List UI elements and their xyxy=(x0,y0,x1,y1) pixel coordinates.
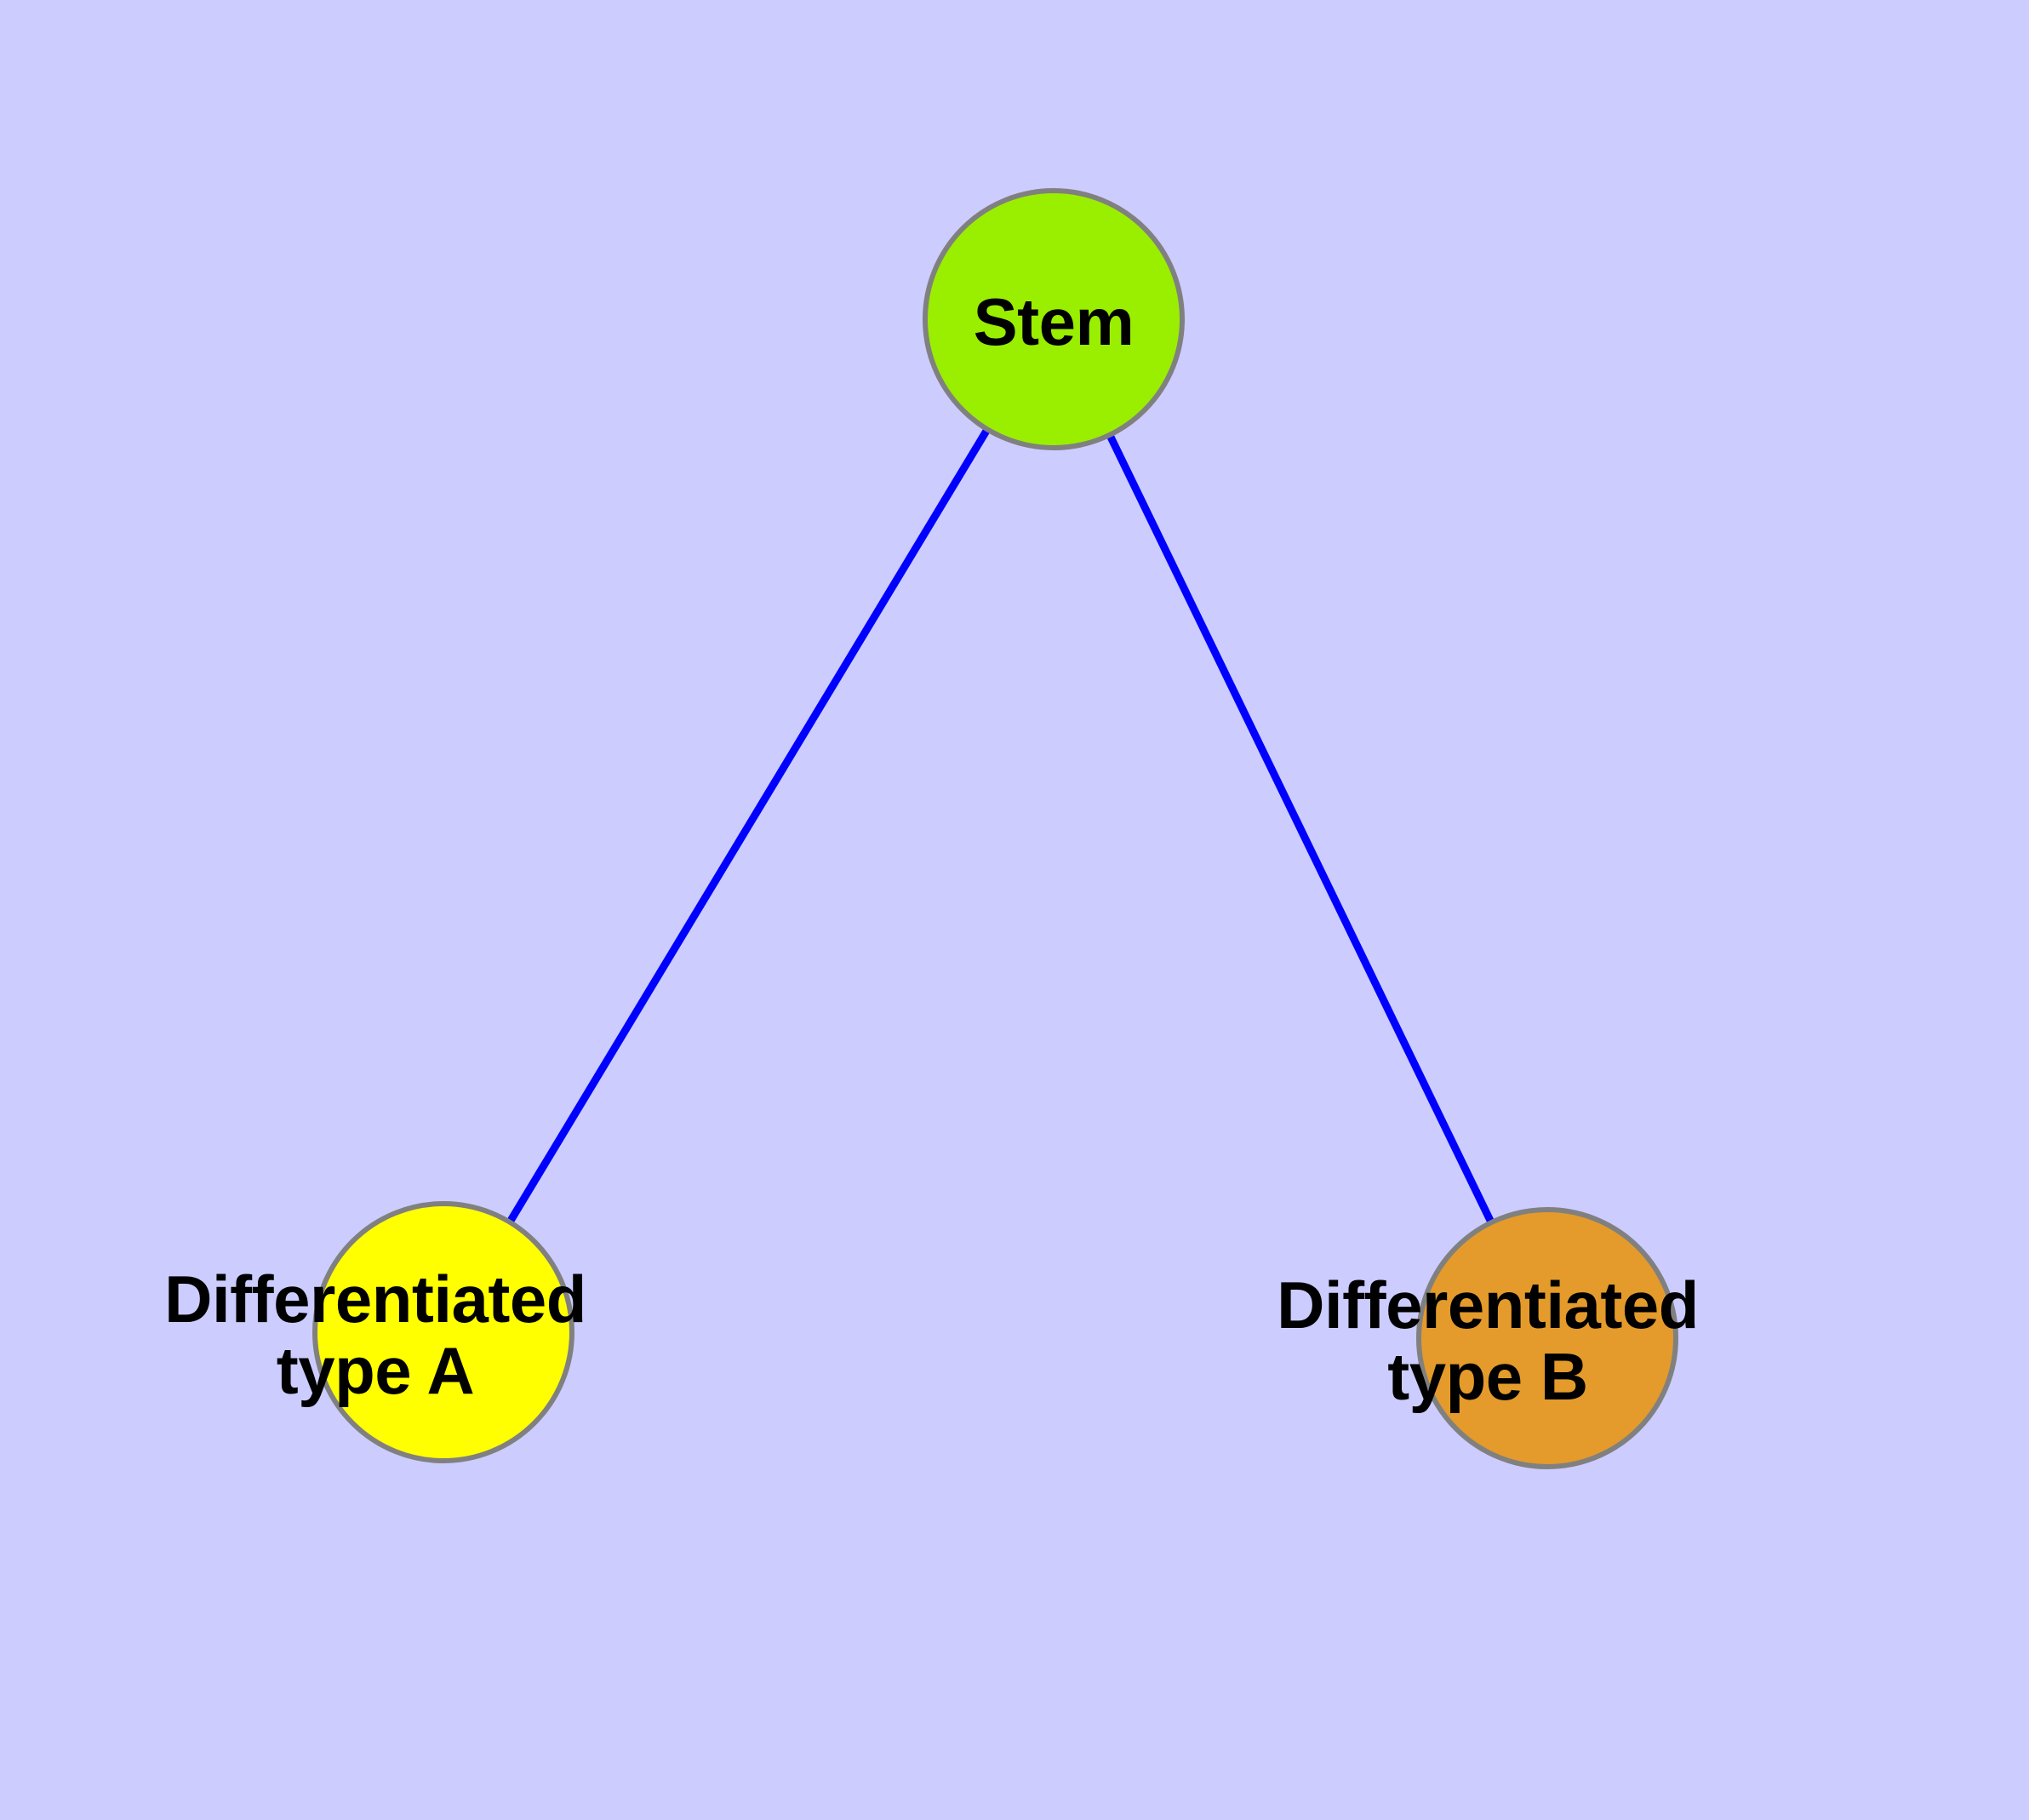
label-line: type B xyxy=(1387,1339,1588,1414)
label-line: Differentiated xyxy=(164,1261,586,1336)
label-line: Differentiated xyxy=(1277,1267,1699,1342)
edges-layer xyxy=(440,317,1552,1340)
label-line: Stem xyxy=(973,283,1135,359)
graph-node-label-stem: Stem xyxy=(974,286,1135,358)
label-line: type A xyxy=(276,1333,475,1408)
graph-edge-stem-to-diff-b[interactable] xyxy=(1049,318,1552,1340)
graph-node-stem[interactable] xyxy=(923,188,1185,450)
graph-node-diff-a[interactable] xyxy=(312,1201,574,1463)
nodes-layer xyxy=(312,188,1678,1469)
graph-edge-stem-to-diff-a[interactable] xyxy=(440,317,1057,1335)
graph-node-diff-b[interactable] xyxy=(1416,1207,1678,1469)
